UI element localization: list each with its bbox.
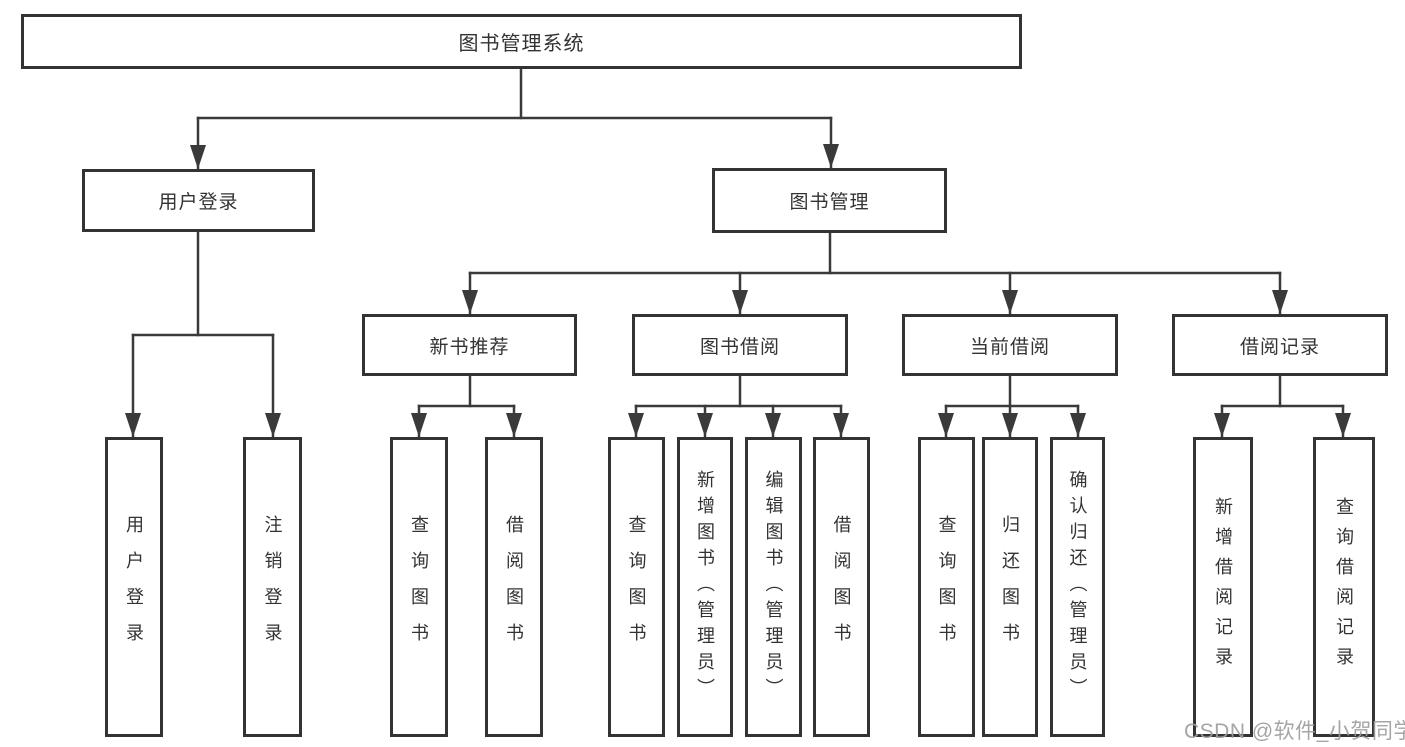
leaf-confirm-return-admin: 确认归还（管理员） xyxy=(1050,437,1105,737)
leaf-query-borrow-record: 查询借阅记录 xyxy=(1313,437,1375,737)
node-book-borrowing: 图书借阅 xyxy=(632,314,848,376)
node-current-borrowing: 当前借阅 xyxy=(902,314,1118,376)
node-new-book-recommendation: 新书推荐 xyxy=(362,314,577,376)
leaf-query-books-current: 查询图书 xyxy=(918,437,975,737)
leaf-query-books-recommend: 查询图书 xyxy=(390,437,448,737)
node-borrowing-records: 借阅记录 xyxy=(1172,314,1388,376)
node-book-management: 图书管理 xyxy=(712,168,947,233)
csdn-watermark: CSDN @软件_小贺同学 xyxy=(1184,720,1405,743)
leaf-user-login: 用户登录 xyxy=(105,437,163,737)
leaf-return-books: 归还图书 xyxy=(982,437,1038,737)
leaf-edit-book-admin: 编辑图书（管理员） xyxy=(745,437,802,737)
leaf-logout: 注销登录 xyxy=(243,437,302,737)
leaf-borrow-books-recommend: 借阅图书 xyxy=(485,437,543,737)
leaf-add-book-admin: 新增图书（管理员） xyxy=(677,437,733,737)
leaf-borrow-books-borrowing: 借阅图书 xyxy=(813,437,870,737)
node-library-management-system: 图书管理系统 xyxy=(21,14,1022,69)
leaf-add-borrow-record: 新增借阅记录 xyxy=(1193,437,1253,737)
node-user-login: 用户登录 xyxy=(82,169,315,232)
leaf-query-books-borrowing: 查询图书 xyxy=(608,437,665,737)
